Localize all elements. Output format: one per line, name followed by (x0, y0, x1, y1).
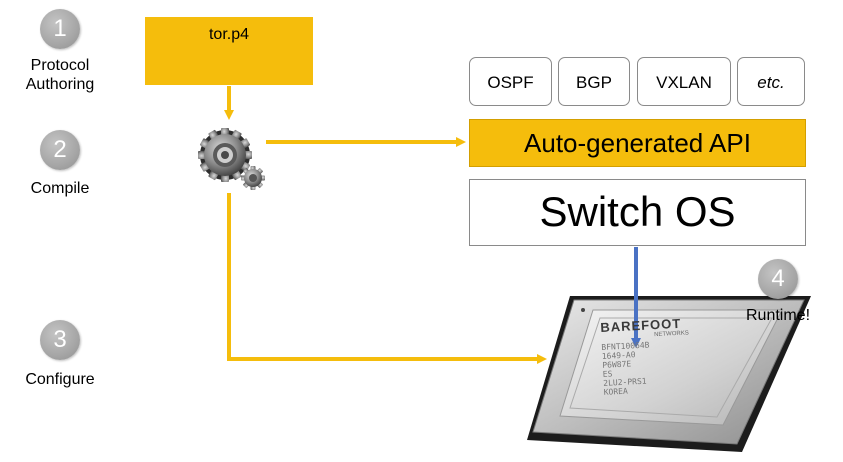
step-3-label: Configure (25, 371, 95, 388)
switch-chip-icon (527, 296, 811, 452)
protocol-box-ospf: OSPF (469, 57, 552, 106)
program-file-box: tor.p4 (145, 17, 313, 85)
step-2-label: Compile (30, 180, 90, 197)
step-1-circle: 1 (40, 9, 80, 49)
protocol-box-etc: etc. (737, 57, 805, 106)
gears-icon (198, 128, 265, 190)
step-1-label: Protocol Authoring (5, 56, 115, 94)
step-3-circle: 3 (40, 320, 80, 360)
switch-os-box: Switch OS (469, 179, 806, 246)
arrow-compile-to-chip (227, 193, 547, 364)
step-2-circle: 2 (40, 130, 80, 170)
program-file-label: tor.p4 (208, 26, 250, 43)
protocol-box-vxlan: VXLAN (637, 57, 731, 106)
protocol-box-bgp: BGP (558, 57, 630, 106)
step-1-label-line1: Protocol (30, 57, 90, 74)
step-4-label: Runtime! (745, 307, 811, 324)
auto-generated-api-box: Auto-generated API (469, 119, 806, 167)
step-1-label-line2: Authoring (25, 76, 95, 93)
chip-markings: BAREFOOT NETWORKS BFNT10064B 1649-A0 P6W… (600, 316, 692, 397)
step-4-circle: 4 (758, 259, 798, 299)
